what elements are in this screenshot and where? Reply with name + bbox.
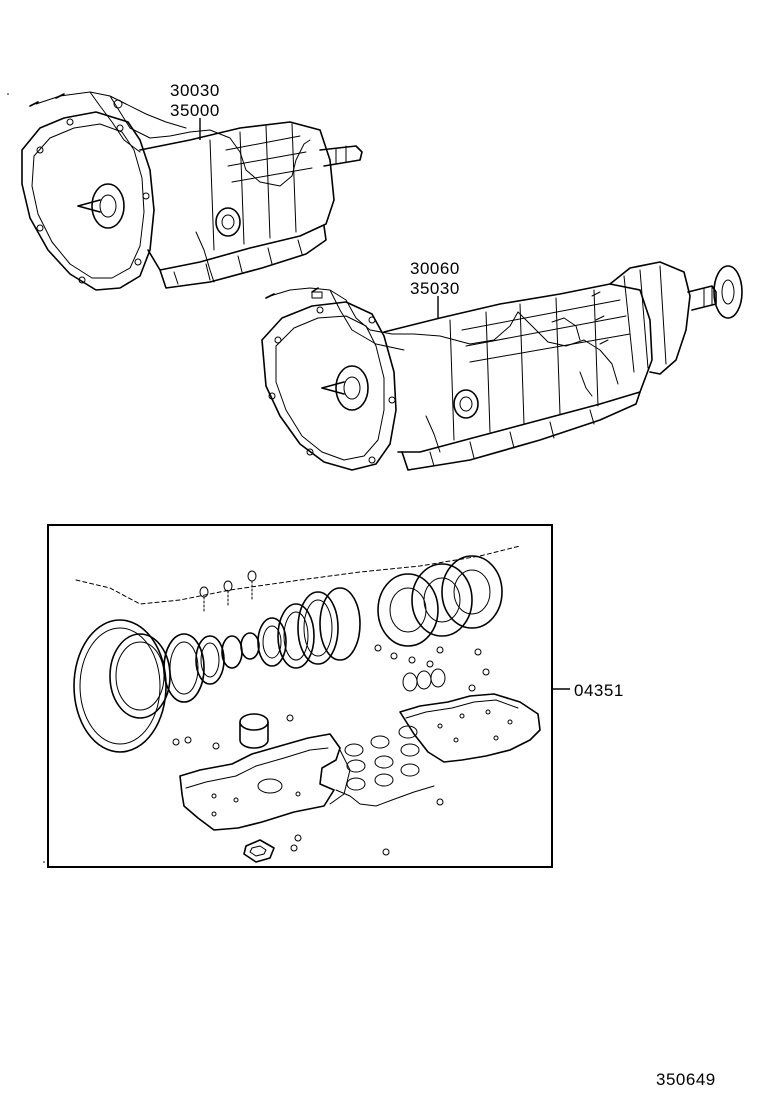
figure-code: 350649 bbox=[656, 1070, 716, 1089]
callout-part-number: 35030 bbox=[410, 279, 460, 298]
callout-gasket-kit: 04351 bbox=[574, 681, 624, 700]
callout-part-number: 30060 bbox=[410, 259, 460, 278]
callout-part-number: 35000 bbox=[170, 101, 220, 120]
transmission-assembly-a bbox=[21, 91, 363, 291]
callout-part-number: 30030 bbox=[170, 81, 220, 100]
gasket-kit-box bbox=[47, 524, 570, 868]
transmission-assembly-b bbox=[261, 261, 743, 471]
